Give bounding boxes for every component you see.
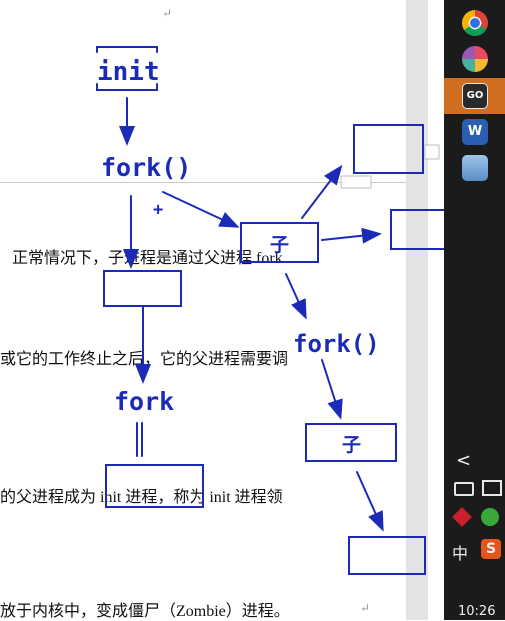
init-bracket-bottom: [96, 83, 158, 91]
show-hidden-icons-chevron[interactable]: <: [456, 450, 472, 471]
network-icon[interactable]: [482, 480, 502, 496]
plus-sign: +: [153, 200, 163, 220]
go-app-icon[interactable]: GO: [462, 83, 488, 109]
chrome-icon[interactable]: [462, 10, 488, 36]
arrow-child2-to-box: [356, 471, 384, 532]
arrow-child-to-rightbox: [321, 227, 382, 244]
arrow-child-to-fork: [285, 273, 307, 320]
box-left: [103, 270, 182, 307]
document-page: [0, 0, 406, 620]
update-icon[interactable]: [481, 508, 499, 526]
box-bottom: [348, 536, 426, 575]
init-bracket-top: [96, 46, 158, 53]
small-white-mark: [340, 144, 440, 189]
document-line-2: 或它的工作终止之后，它的父进程需要调: [0, 351, 289, 368]
box-child-2: [305, 423, 397, 462]
box-top-right: [353, 124, 424, 174]
arrow-fork-to-child2: [321, 359, 343, 420]
word-icon[interactable]: W: [462, 119, 488, 145]
paragraph-mark-end: ↵: [360, 601, 371, 615]
child-glyph-1: 子: [270, 234, 289, 256]
document-line-4: 放于内核中，变成僵尸（Zombie）进程。: [0, 603, 290, 620]
document-line-1: 正常情况下，子进程是通过父进程 fork: [12, 250, 283, 267]
arrow-fork-to-child: [162, 191, 240, 228]
page-break-line: [0, 182, 406, 183]
paragraph-mark: ↵: [162, 6, 173, 20]
arrow-child-to-topbox: [301, 164, 343, 219]
fork-call-right: fork(): [293, 330, 380, 358]
fork-label-left: fork: [114, 387, 174, 416]
box-child-1: [240, 222, 319, 263]
photos-icon[interactable]: [462, 46, 488, 72]
ime-label[interactable]: 中: [452, 544, 469, 563]
notes-icon[interactable]: [462, 155, 488, 181]
sogou-icon[interactable]: S: [481, 539, 501, 559]
init-label: init: [97, 57, 160, 87]
box-init-highlight: [105, 464, 204, 508]
battery-icon[interactable]: [454, 482, 474, 496]
fork-call-top: fork(): [101, 153, 191, 182]
clock[interactable]: 10:26: [458, 604, 496, 619]
document-line-3: 的父进程成为 init 进程，称为 init 进程领: [0, 489, 283, 506]
child-glyph-2: 子: [342, 434, 361, 456]
